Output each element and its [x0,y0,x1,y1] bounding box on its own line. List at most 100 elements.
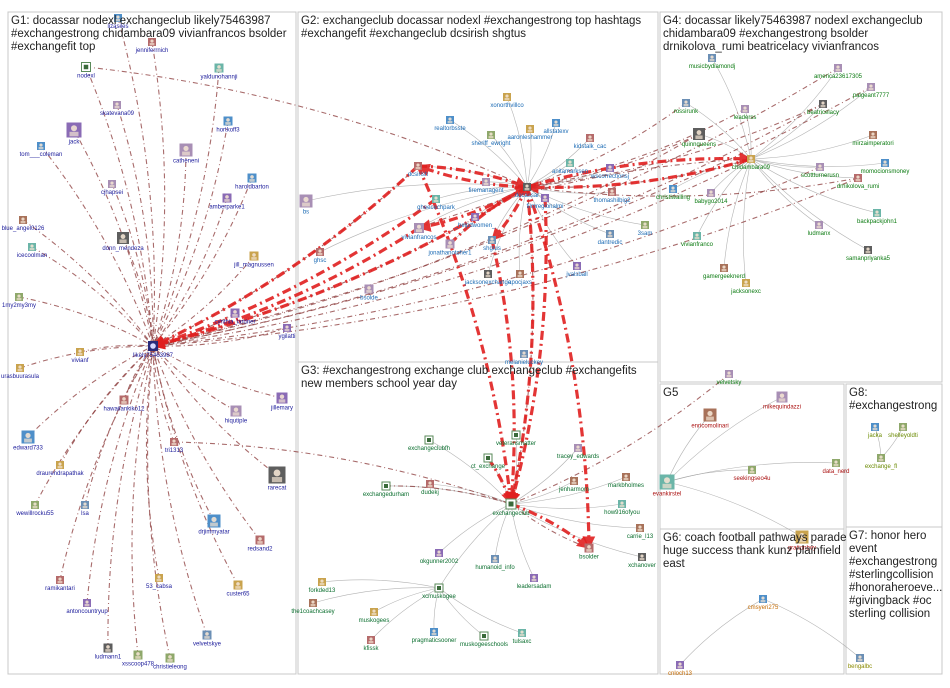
node-edward733[interactable]: edward733 [13,430,44,452]
node-filmregionalmi[interactable]: filmregionalmi [526,194,564,210]
node-jenharmom[interactable]: jenharmom [558,477,589,493]
node-hawaiiankiko12[interactable]: hawaiiankiko12 [103,395,145,413]
node-exchangeclubfh[interactable]: exchangeclubfh [408,435,450,452]
node-dantredic[interactable]: dantredic [598,230,623,246]
node-xcmuskogee[interactable]: xcmuskogee [422,583,457,600]
node-musicbydiamondj[interactable]: musicbydiamondj [689,54,735,70]
node-yaldunohannji[interactable]: yaldunohannji [200,63,238,81]
node-jacka[interactable]: jacka [867,423,883,439]
node-haroldbarton[interactable]: haroldbarton [235,173,269,191]
node-backpackjohn1[interactable]: backpackjohn1 [857,209,898,225]
node-melanieluckey[interactable]: melanieluckey [505,350,543,366]
node-mikequindazzi[interactable]: mikequindazzi [763,391,801,411]
node-bsolde[interactable]: bsolde [360,284,379,302]
node-pragmaticsooner[interactable]: pragmaticsooner [412,628,457,644]
node-cynthia_lardner[interactable]: cynthia_lardner [214,308,256,326]
node-jacksonexc[interactable]: jacksonexc [730,279,761,295]
node-rossirunk[interactable]: rossirunk [674,99,699,115]
node-drnikolova_rumi[interactable]: drnikolova_rumi [837,174,879,190]
node-beatricelacy[interactable]: beatricelacy [807,100,839,116]
node-urasbuurasula[interactable]: urasbuurasula [1,364,40,380]
node-paigeant7777[interactable]: paigeant7777 [853,83,890,99]
node-thomashilbig2[interactable]: thomashilbig2 [593,188,631,204]
node-forkded13[interactable]: forkded13 [309,578,336,594]
node-data_nerd[interactable]: data_nerd [822,459,850,475]
node-hortkoff3[interactable]: hortkoff3 [216,116,240,134]
node-anitamarksen[interactable]: anitamarksen [552,159,588,175]
node-okgunner2002[interactable]: okgunner2002 [420,549,459,565]
node-christiwalling[interactable]: christiwalling [656,185,690,201]
node-leadersadam[interactable]: leadersadam [517,574,552,590]
node-leaderss[interactable]: leaderss [734,105,757,121]
node-tulsaxc[interactable]: tulsaxc [513,629,532,645]
node-xsscoop478[interactable]: xsscoop478 [122,650,155,668]
node-momocionsmoney[interactable]: momocionsmoney [861,159,910,175]
node-gamergeeknerd[interactable]: gamergeeknerd [703,264,745,280]
node-nodexl[interactable]: nodexl [77,62,95,80]
node-ludmanx[interactable]: ludmanx [808,221,831,237]
node-sheriff_ewright[interactable]: sheriff_ewright [472,131,511,147]
node-xonorthvillco[interactable]: xonorthvillco [490,93,524,109]
node-america23617305[interactable]: america23617305 [814,64,863,80]
node-ludmann1[interactable]: ludmann1 [95,643,122,661]
node-muskogees[interactable]: muskogees [359,608,390,624]
node-bsolder[interactable]: bsolder [579,543,599,561]
node-bs[interactable]: bs [299,194,313,216]
node-lsa[interactable]: lsa [81,501,89,517]
node-realtorbsste[interactable]: realtorbsste [434,116,466,132]
node-antoncountryup[interactable]: antoncountryup [66,599,108,615]
node-jenniferrnich[interactable]: jenniferrnich [135,38,169,54]
node-amberparke1[interactable]: amberparke1 [209,193,245,211]
node-ramikantari[interactable]: ramikantari [45,576,75,592]
node-cnloch13[interactable]: cnloch13 [668,661,693,677]
node-evankirstel[interactable]: evankirstel [653,474,682,498]
node-jacksonexchange[interactable]: jacksonexchange [464,270,512,286]
node-jillemary[interactable]: jillemary [270,392,293,412]
node-catheneni[interactable]: catheneni [173,143,199,165]
node-jvalsball[interactable]: jvalsball [565,262,588,278]
node-donn_mendoza[interactable]: donn_mendoza [102,232,144,252]
node-allstatexv[interactable]: allstatexv [543,119,569,135]
node-skatevana09[interactable]: skatevana09 [100,101,135,117]
node-gheecechpark[interactable]: gheecechpark [417,195,456,211]
node-likely75463987[interactable]: likely75463987 [133,341,174,359]
node-rarecat[interactable]: rarecat [268,466,287,492]
node-vivianf[interactable]: vivianf [71,348,89,364]
node-drjimmyatar[interactable]: drjimmyatar [198,514,230,536]
node-_helpdwomen_[interactable]: _helpdwomen_ [454,213,496,229]
node-chidambara09[interactable]: chidambara09 [732,155,771,171]
node-wscorrectionsj[interactable]: wscorrectionsj [590,164,629,180]
node-ygilatti[interactable]: ygilatti [278,324,296,340]
node-vivianfranco[interactable]: vivianfranco [681,232,714,248]
node-how916ofyou[interactable]: how916ofyou [604,500,640,516]
node-3sam[interactable]: 3sam [638,221,653,237]
node-draurendrapathak[interactable]: draurendrapathak [36,461,85,477]
node-firemanagent[interactable]: firemanagent [468,178,504,194]
node-blue_angel0126[interactable]: blue_angel0126 [2,216,45,232]
node-ct_exchange[interactable]: ct_exchange [471,453,506,470]
node-babygo2014[interactable]: babygo2014 [694,189,728,205]
node-shelleyoldti[interactable]: shelleyoldti [888,423,918,439]
node-cjhapsei[interactable]: cjhapsei [101,180,123,196]
node-quinnqueens[interactable]: quinnqueens [682,128,716,148]
node-1my2my3my[interactable]: 1my2my3my [2,293,36,309]
node-humanoid_info[interactable]: humanoid_info [475,555,515,571]
node-mirzaimperatori[interactable]: mirzaimperatori [852,131,894,147]
node-cmsyeri275[interactable]: cmsyeri275 [748,595,779,611]
node-exchangeclub[interactable]: exchangeclub [492,498,530,517]
node-markbholmes[interactable]: markbholmes [608,473,644,489]
node-redsand2[interactable]: redsand2 [247,535,273,553]
node-scottturnerusn[interactable]: scottturnerusn [801,163,839,179]
node-muskogeeschools[interactable]: muskogeeschools [460,631,508,648]
node-carrie_l13[interactable]: carrie_l13 [627,524,654,540]
node-enricomolinari[interactable]: enricomolinari [691,408,729,430]
node-grattonboy[interactable]: grattonboy [788,530,816,552]
node-kfissk[interactable]: kfissk [364,636,380,652]
node-jonathanotcher1[interactable]: jonathanotcher1 [427,239,472,257]
node-tri1313[interactable]: tri1313 [165,438,184,454]
node-jill_magnussen[interactable]: jill_magnussen [233,251,274,269]
node-seekingseo4u[interactable]: seekingseo4u [733,466,771,482]
node-kidstalk_cac[interactable]: kidstalk_cac [574,134,607,150]
node-xchanover[interactable]: xchanover [628,553,656,569]
node-aaronleshammer[interactable]: aaronleshammer [507,125,553,141]
